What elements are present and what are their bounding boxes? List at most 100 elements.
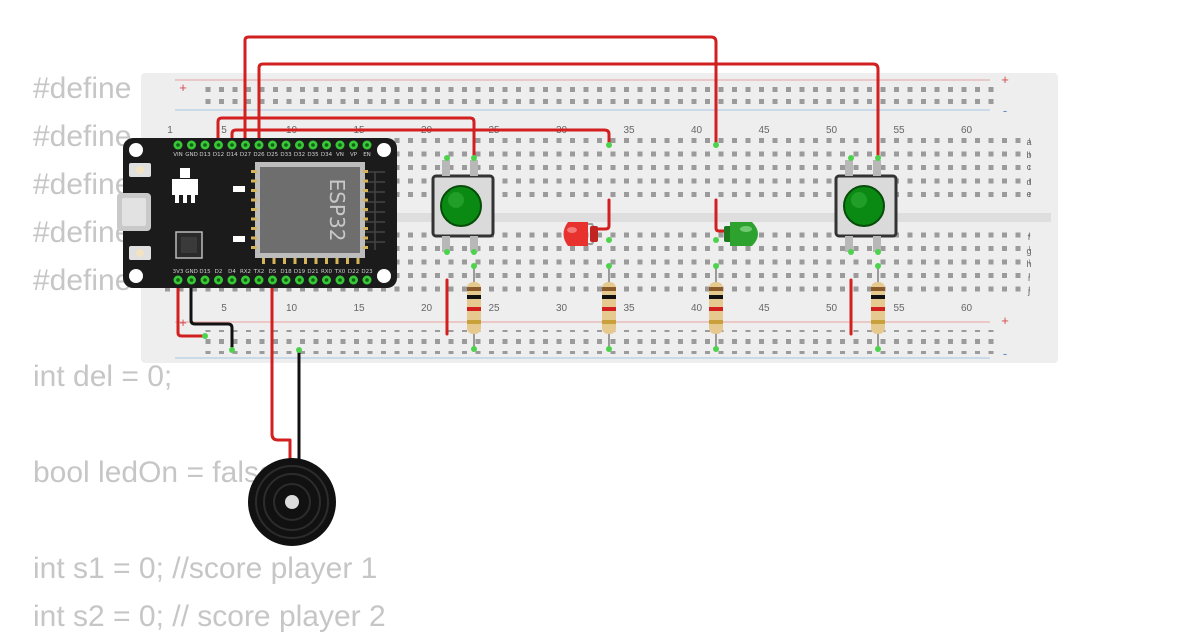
pin-label: D12 <box>213 152 224 158</box>
code-line: #define <box>33 120 132 153</box>
resistors <box>467 266 885 349</box>
pin-label: D33 <box>280 152 292 158</box>
row-letter: b <box>1026 150 1031 160</box>
pin-label: D26 <box>253 152 265 158</box>
code-line: #define <box>33 72 132 105</box>
wire-red-to-right-button <box>257 62 880 160</box>
rail-minus-label: - <box>1003 346 1007 361</box>
rail-minus-label: - <box>1003 103 1007 118</box>
connection-dot <box>471 155 477 161</box>
column-number: 1 <box>167 125 173 136</box>
row-letter: h <box>1026 259 1031 269</box>
connection-dot <box>713 346 719 352</box>
code-line: #define <box>33 168 132 201</box>
module-pins <box>251 170 368 264</box>
connection-dot <box>606 263 612 269</box>
pin-label: D19 <box>294 269 306 275</box>
column-number: 45 <box>758 303 770 314</box>
pin-label: D13 <box>199 152 211 158</box>
pin-label: D5 <box>269 269 277 275</box>
center-channel <box>141 213 1051 222</box>
pin-label: GND <box>185 152 198 158</box>
bottom-power-rail-holes <box>200 330 995 354</box>
wire-3v3-rail <box>176 278 207 338</box>
rail-plus-label: + <box>179 315 187 330</box>
row-letter: g <box>1026 246 1031 256</box>
connection-dot <box>713 263 719 269</box>
wire-buzzer-signal <box>270 278 292 462</box>
wire-green-led-bridge <box>714 198 729 233</box>
column-number: 55 <box>893 125 905 136</box>
led-green <box>724 222 758 246</box>
pin-label: D23 <box>361 269 373 275</box>
code-line: int del = 0; <box>33 360 173 393</box>
rail-plus-label: + <box>1001 72 1009 87</box>
column-number: 25 <box>488 303 500 314</box>
pin-label: D27 <box>240 152 252 158</box>
column-number: 10 <box>286 303 298 314</box>
resistor <box>709 266 723 349</box>
column-number: 40 <box>691 125 703 136</box>
pin-label: D32 <box>294 152 305 158</box>
column-number: 45 <box>758 125 770 136</box>
wire-red-to-green-led <box>243 35 718 147</box>
connection-dot <box>848 249 854 255</box>
push-button-right[interactable] <box>834 160 898 252</box>
led-red <box>563 222 598 246</box>
pin-label: D15 <box>199 269 211 275</box>
connection-dot <box>875 155 881 161</box>
column-number: 15 <box>353 303 365 314</box>
pin-label: D2 <box>215 269 223 275</box>
pin-label: RX0 <box>321 269 333 275</box>
pin-label: GND <box>185 269 198 275</box>
rail-plus-label: + <box>1001 313 1009 328</box>
row-letter: e <box>1026 189 1031 199</box>
pin-label: TX2 <box>253 269 265 275</box>
connection-dot <box>875 346 881 352</box>
column-number: 40 <box>691 303 703 314</box>
column-number: 55 <box>893 303 905 314</box>
column-number: 50 <box>826 125 838 136</box>
rail-plus-label: + <box>179 80 187 95</box>
column-number: 35 <box>623 125 635 136</box>
voltage-regulator <box>172 179 198 195</box>
connection-dot <box>713 237 719 243</box>
pin-label: RX2 <box>240 269 251 275</box>
pin-label: 3V3 <box>173 269 184 275</box>
wire-red-to-left-button <box>216 116 476 160</box>
connection-dot <box>444 155 450 161</box>
connection-dot <box>229 347 235 353</box>
pin-label: D34 <box>321 152 333 158</box>
column-number: 60 <box>961 125 973 136</box>
row-letter: c <box>1027 162 1032 172</box>
connection-dot <box>471 263 477 269</box>
code-line: int s2 = 0; // score player 2 <box>33 600 386 633</box>
pin-label: D35 <box>307 152 319 158</box>
esp32-chip-label: ESP32 <box>325 179 349 242</box>
connection-dot <box>606 346 612 352</box>
code-line: #define <box>33 264 132 297</box>
code-line: int s1 = 0; //score player 1 <box>33 552 378 585</box>
pin-label: D25 <box>267 152 279 158</box>
row-letter: a <box>1026 137 1031 147</box>
pin-label: D22 <box>348 269 359 275</box>
connection-dot <box>606 142 612 148</box>
connection-dot <box>471 249 477 255</box>
row-letter: f <box>1028 232 1031 242</box>
connection-dot <box>606 237 612 243</box>
column-number: 5 <box>221 303 227 314</box>
column-number: 20 <box>421 303 433 314</box>
column-number: 35 <box>623 303 635 314</box>
column-number: 30 <box>556 303 568 314</box>
pin-label: VP <box>350 152 358 158</box>
top-power-rail-holes <box>200 85 995 109</box>
piezo-buzzer <box>248 458 336 546</box>
connection-dot <box>713 142 719 148</box>
push-button-left[interactable] <box>431 160 495 252</box>
